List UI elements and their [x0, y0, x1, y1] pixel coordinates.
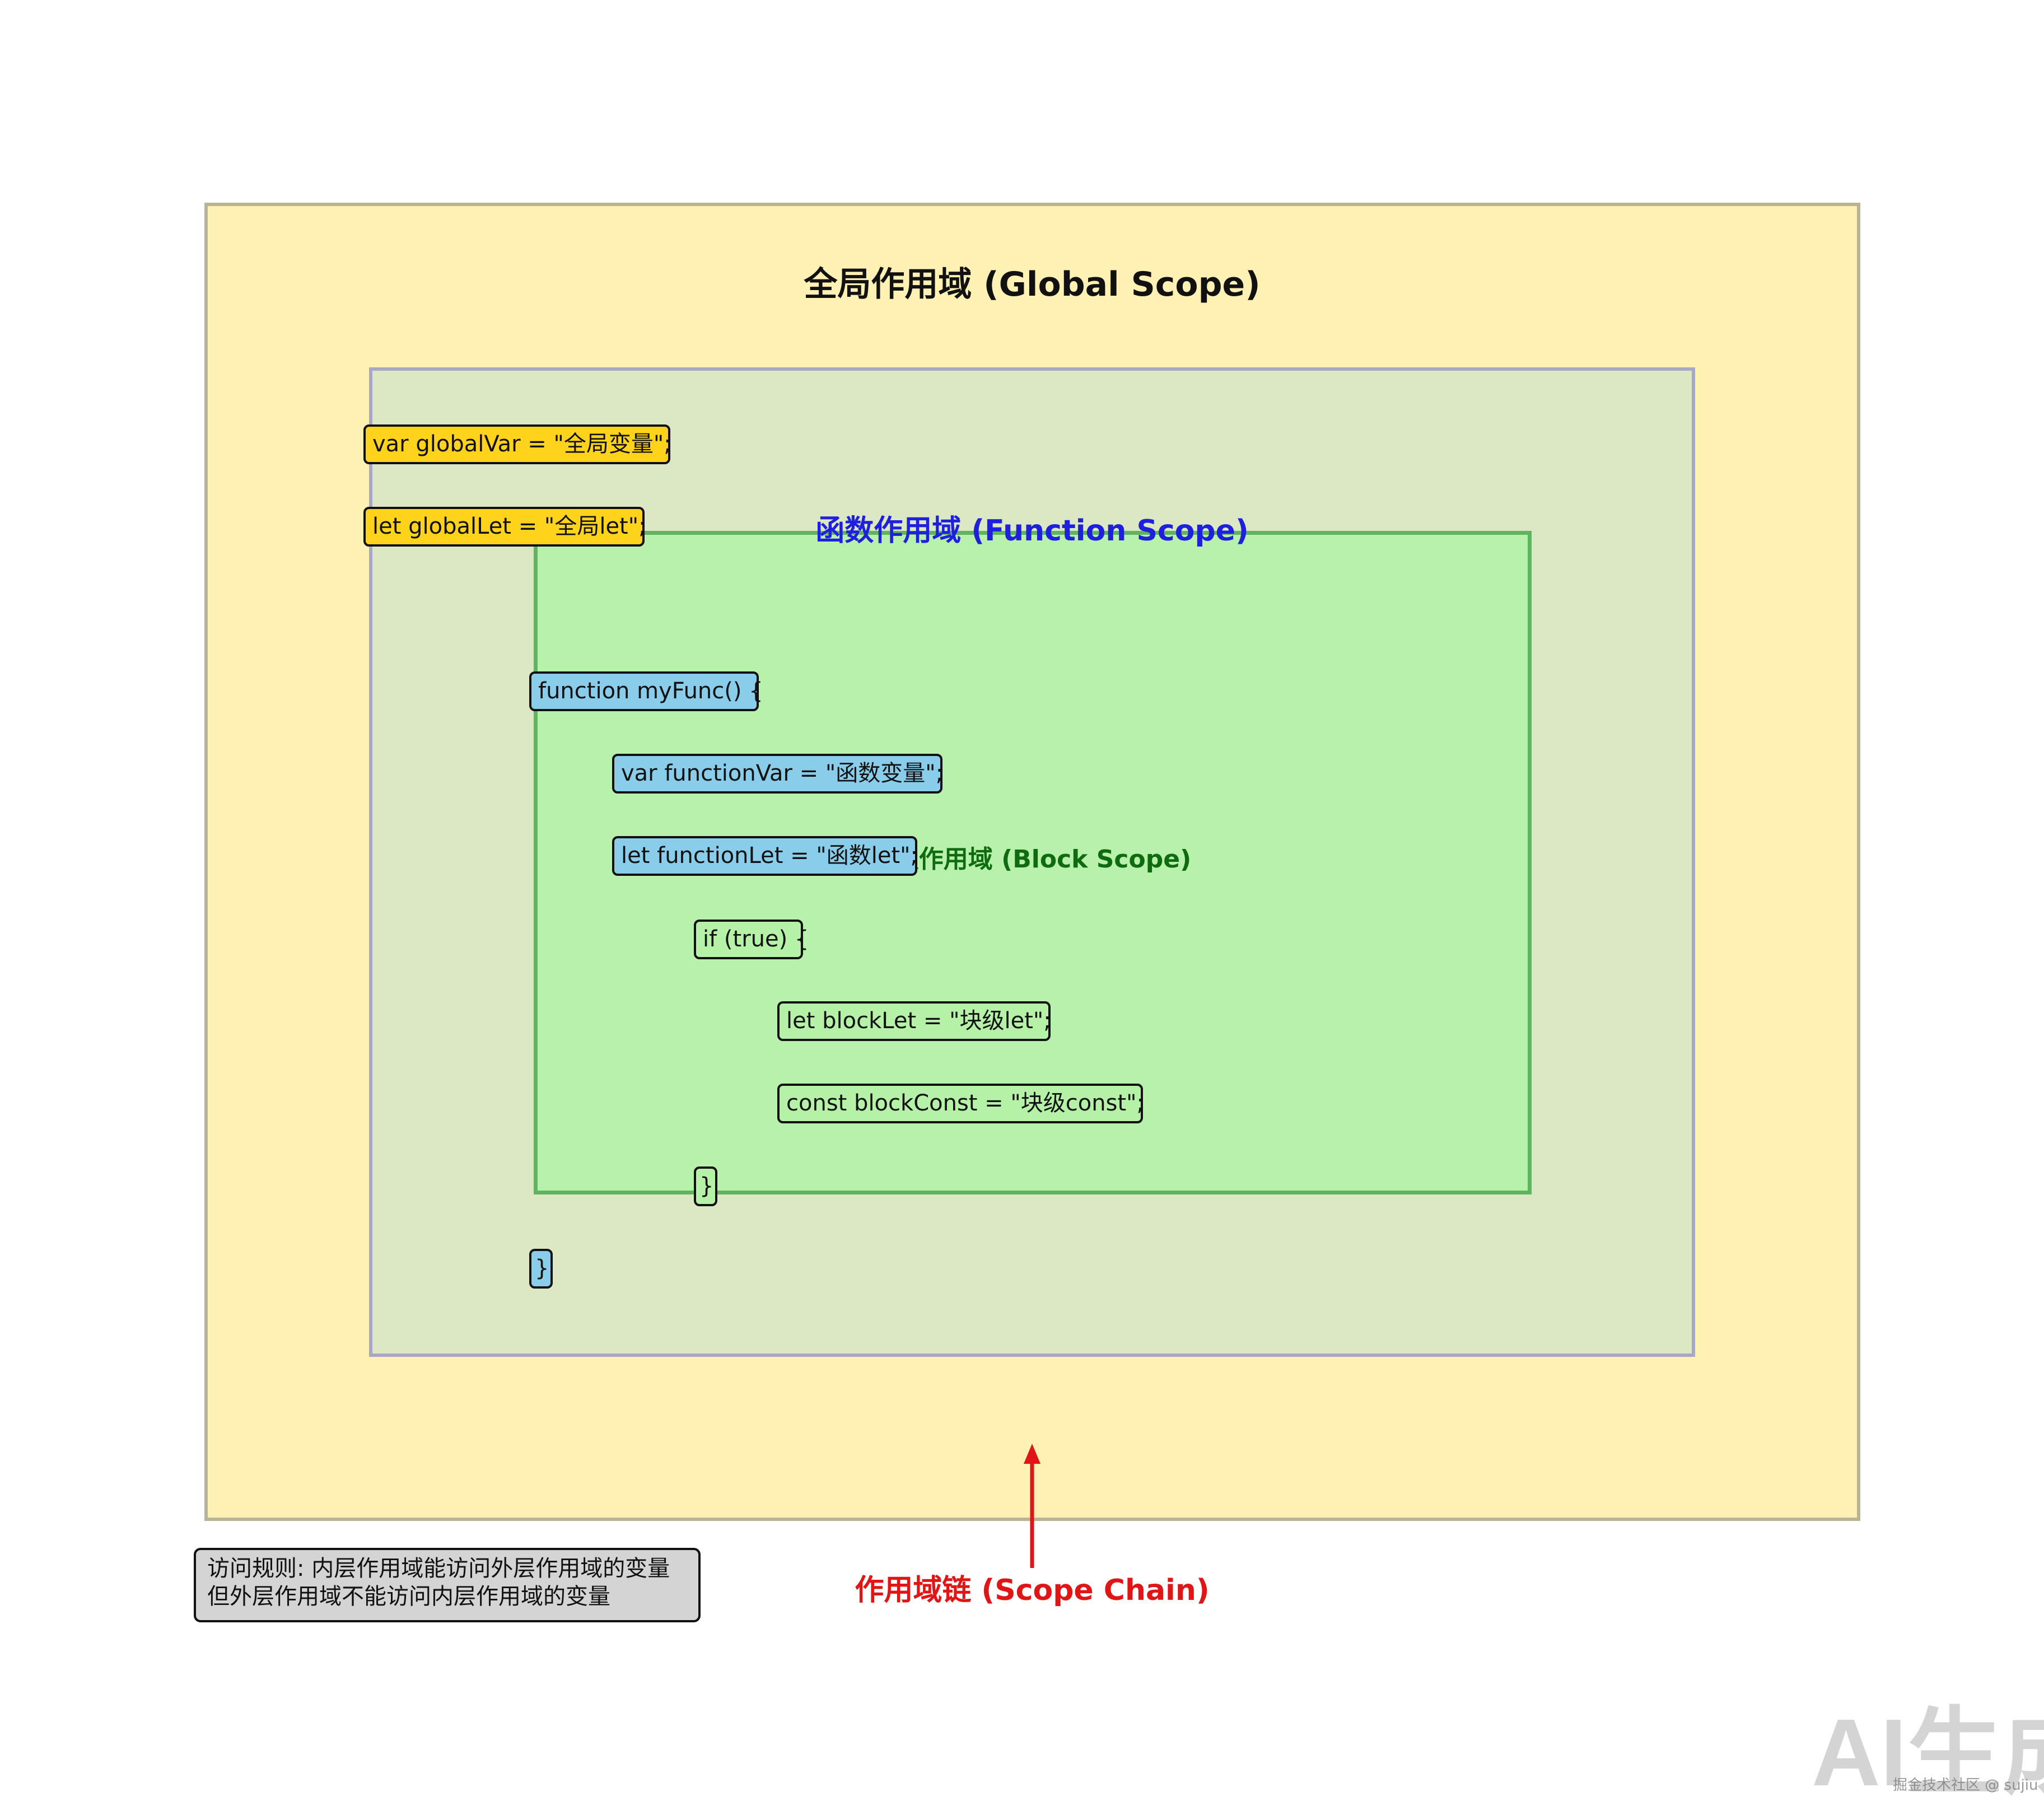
access-rules-line-2: 但外层作用域不能访问内层作用域的变量	[207, 1584, 610, 1609]
code-function-open: function myFunc() {	[529, 671, 763, 711]
code-global-var: var globalVar = "全局变量";	[363, 424, 671, 464]
access-rules-note: 访问规则: 内层作用域能访问外层作用域的变量 但外层作用域不能访问内层作用域的变…	[194, 1548, 701, 1622]
code-function-close: }	[529, 1249, 553, 1289]
code-function-var: var functionVar = "函数变量";	[612, 754, 943, 794]
block-scope-title: 级作用域 (Block Scope)	[894, 845, 1192, 874]
ai-generated-watermark: AI生成	[1812, 1700, 2044, 1806]
global-scope-title: 全局作用域 (Global Scope)	[804, 265, 1261, 304]
access-rules-line-1: 访问规则: 内层作用域能访问外层作用域的变量	[207, 1556, 670, 1581]
scope-chain-label: 作用域链 (Scope Chain)	[855, 1574, 1210, 1607]
scope-chain-arrow-head	[1024, 1444, 1040, 1464]
code-block-let: let blockLet = "块级let";	[777, 1001, 1051, 1041]
code-block-const: const blockConst = "块级const";	[777, 1084, 1144, 1123]
code-if-close: }	[694, 1166, 717, 1206]
source-watermark: 掘金技术社区 @ sujiu	[1893, 1777, 2038, 1794]
code-if-open: if (true) {	[694, 920, 809, 959]
function-scope-title: 函数作用域 (Function Scope)	[815, 514, 1249, 548]
code-function-let: let functionLet = "函数let";	[612, 836, 918, 876]
code-global-let: let globalLet = "全局let";	[363, 507, 646, 547]
